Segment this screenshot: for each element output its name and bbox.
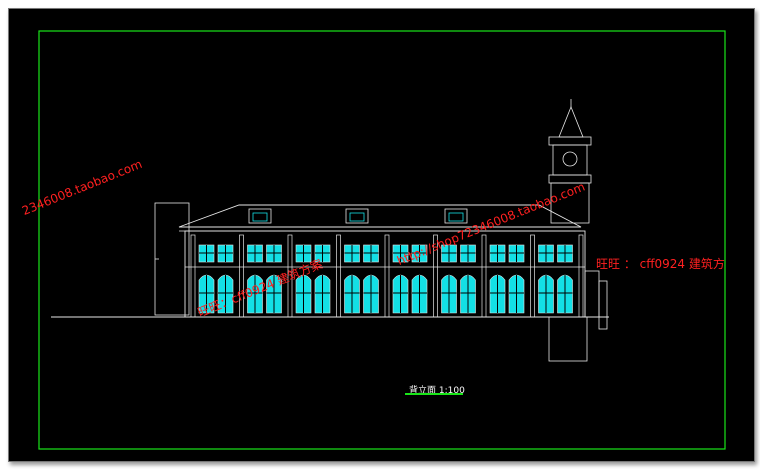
pilaster (190, 234, 196, 318)
pilaster (530, 234, 535, 318)
pilaster (384, 234, 390, 318)
dormer-right (444, 208, 468, 224)
right-annex (548, 270, 608, 362)
cad-frame: 背立面 1:100 (8, 8, 755, 462)
title-underline (405, 393, 463, 395)
watermark-4: 旺旺 ： cff0924 建筑方 (596, 257, 725, 271)
pilaster (433, 234, 438, 318)
pilaster (239, 234, 244, 318)
dormer-middle (345, 208, 369, 224)
dormer-left (248, 208, 272, 224)
drawing-title: 背立面 1:100 (409, 386, 465, 396)
main-roof (178, 204, 582, 228)
elevation-drawing (38, 30, 726, 450)
drawing-border (38, 30, 726, 450)
clock-tower (548, 99, 592, 224)
pilaster (336, 234, 341, 318)
pilaster (287, 234, 293, 318)
facade-bays (185, 234, 585, 318)
pilaster (481, 234, 487, 318)
pilaster (578, 234, 584, 318)
left-wing (154, 202, 190, 316)
